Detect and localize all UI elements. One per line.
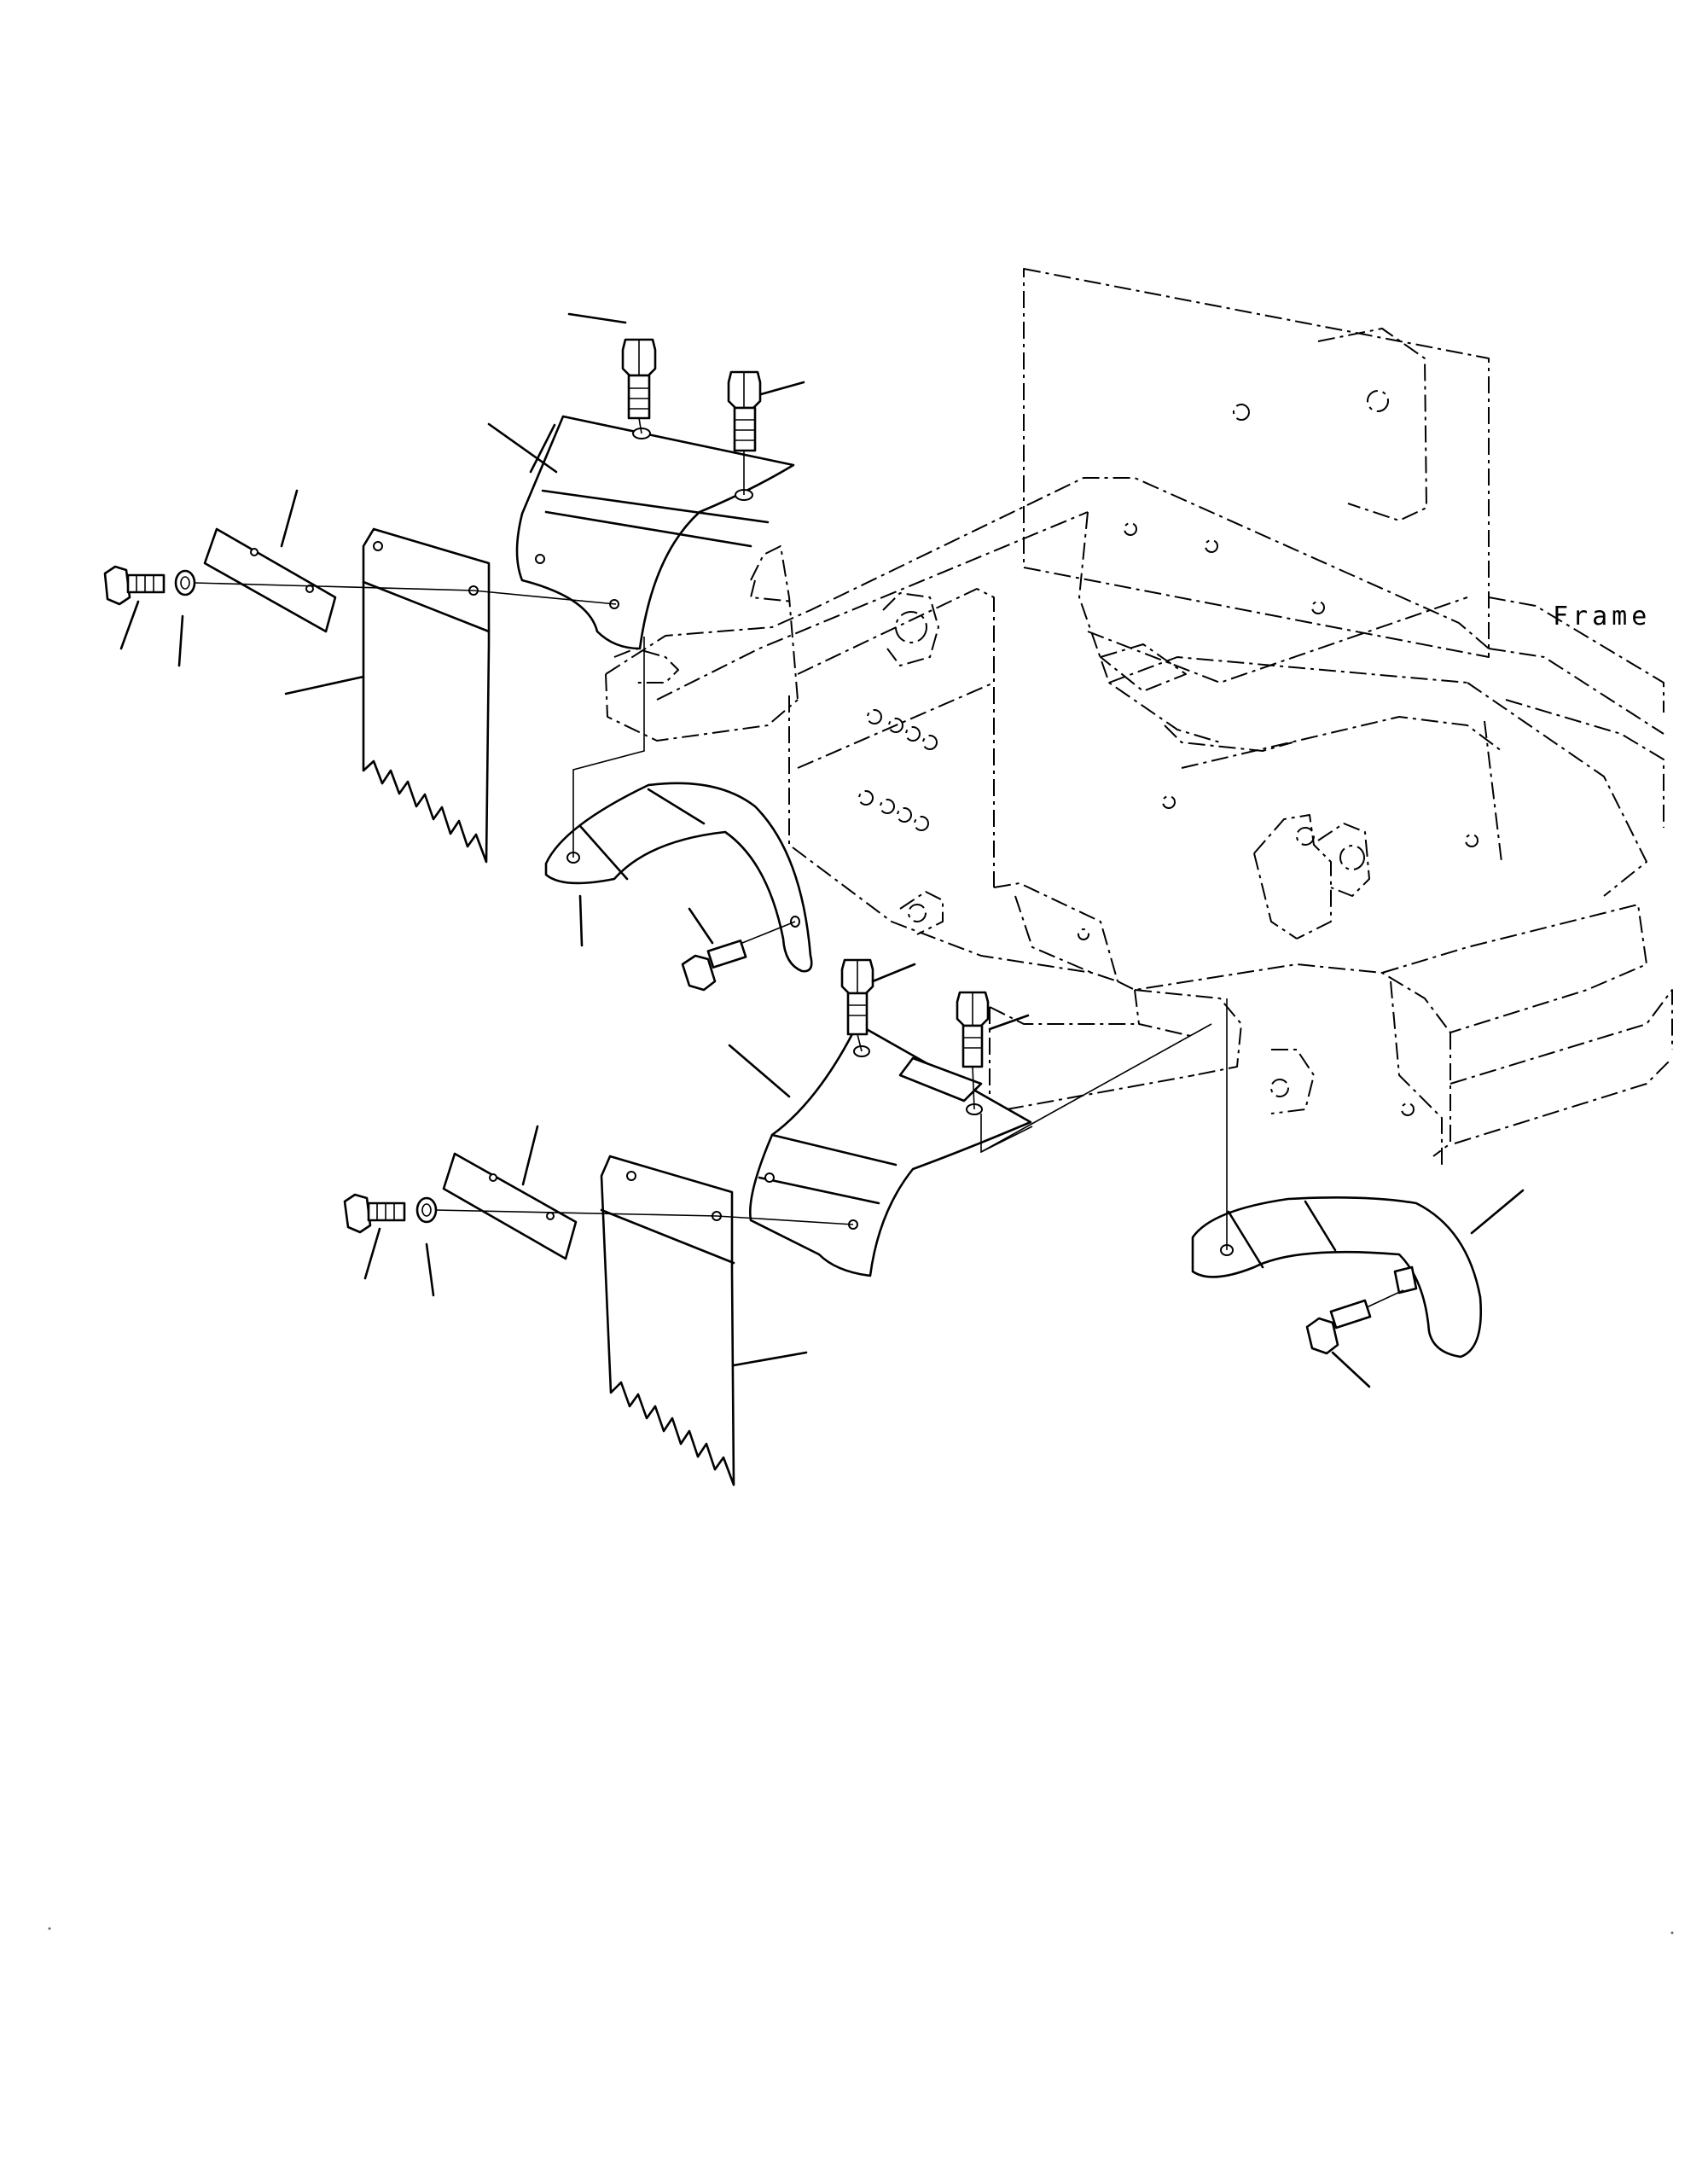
upper-bolt-2 bbox=[727, 370, 805, 495]
middle-bracket bbox=[544, 782, 813, 973]
frame-outline bbox=[605, 268, 1673, 1169]
frame-fix-line bbox=[980, 1023, 1212, 1153]
upper-flap-bolt bbox=[103, 565, 166, 650]
lower-fender-bracket bbox=[728, 1022, 1033, 1277]
page-speck-left bbox=[48, 1927, 51, 1930]
lower-bolt-1 bbox=[840, 958, 916, 1052]
middle-bolt bbox=[681, 907, 796, 992]
page-speck-right bbox=[1670, 1931, 1674, 1935]
upper-flap-plate bbox=[203, 489, 337, 633]
lower-mud-flap bbox=[600, 1155, 808, 1487]
lower-flap-plate bbox=[442, 1125, 578, 1260]
upper-washer bbox=[174, 569, 196, 667]
leader-upper-bracket bbox=[487, 422, 558, 474]
lower-bolt-2 bbox=[956, 991, 1030, 1110]
right-bolt bbox=[1305, 1289, 1404, 1388]
frame-hole-row bbox=[858, 709, 938, 831]
upper-fender-bracket bbox=[515, 415, 795, 650]
lower-washer bbox=[415, 1196, 438, 1297]
upper-bolt-1 bbox=[567, 312, 657, 434]
lower-flap-bolt bbox=[343, 1193, 406, 1280]
right-bracket bbox=[1191, 1189, 1525, 1359]
frame-label: Frame bbox=[1553, 602, 1651, 631]
lower-fix-line bbox=[434, 1209, 854, 1225]
upper-mud-flap bbox=[284, 527, 491, 864]
middle-fix-line bbox=[572, 637, 645, 858]
upper-fix-line bbox=[194, 582, 617, 605]
